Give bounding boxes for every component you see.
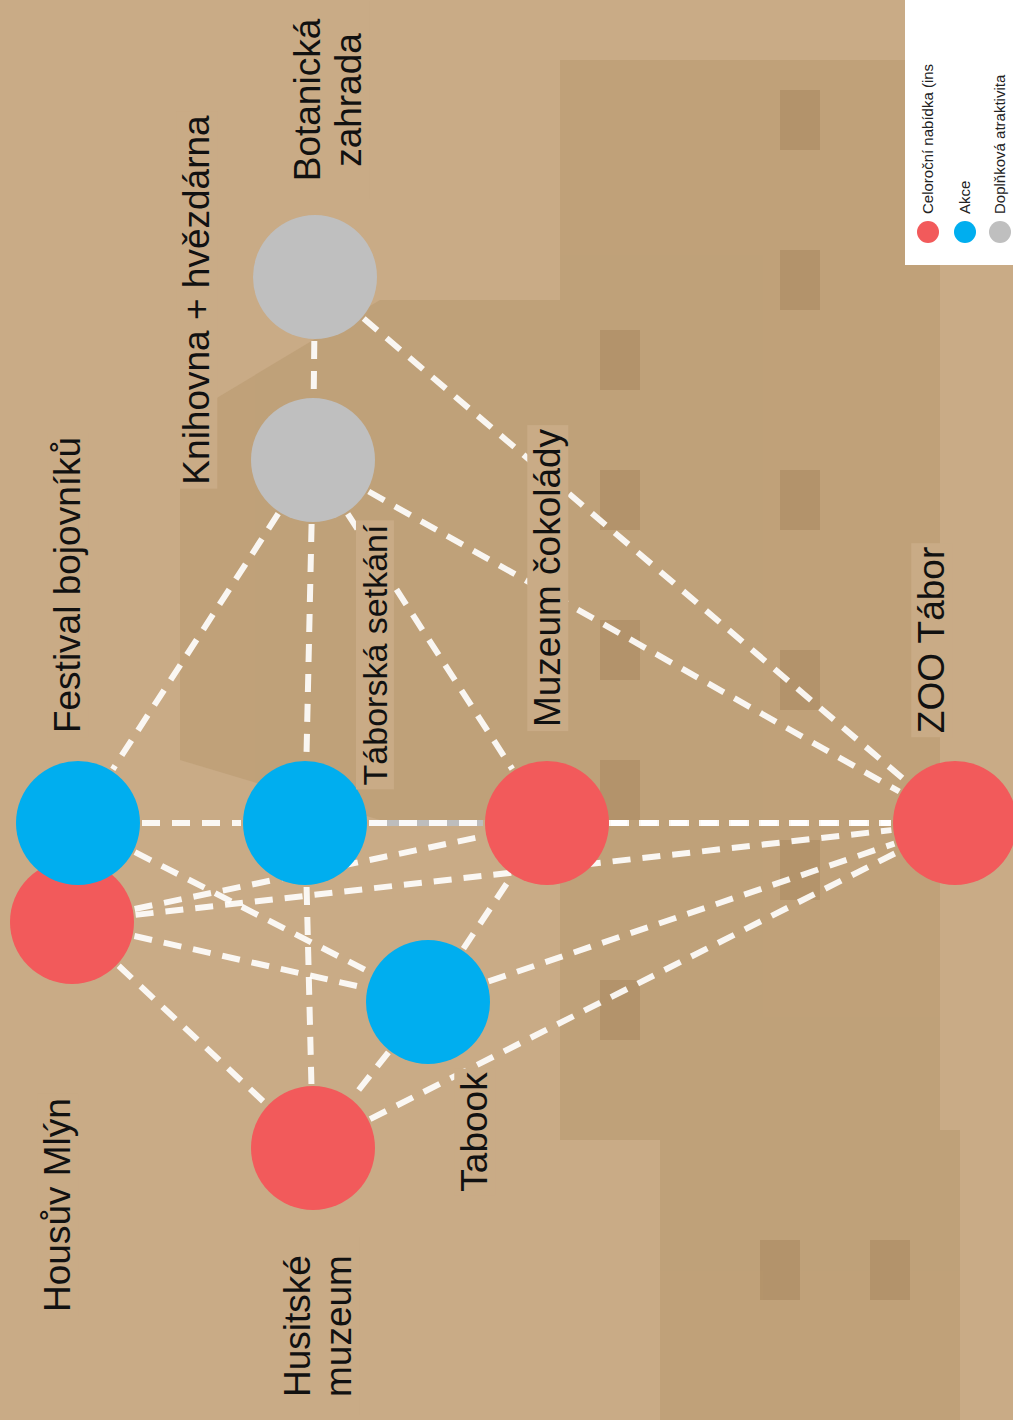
connector-line <box>119 966 267 1104</box>
attraction-circle: Muzeum čokolády <box>485 761 609 885</box>
attraction-circle: Husitské muzeum <box>251 1086 375 1210</box>
connector-line <box>306 524 311 759</box>
connector-line <box>311 341 318 396</box>
connector-line <box>364 319 907 782</box>
attraction-circle: Knihovna + hvězdárna <box>251 398 375 522</box>
legend-swatch <box>917 221 939 243</box>
node-label: ZOO Tábor <box>911 543 952 737</box>
node-label: Festival bojovníků <box>47 433 88 737</box>
attraction-circle: Festival bojovníků <box>16 761 140 885</box>
connector-line <box>353 1052 389 1097</box>
connector-line <box>369 492 900 792</box>
connector-line <box>134 936 365 988</box>
node-label: Husitské muzeum <box>277 1237 360 1415</box>
attraction-circle: Táborská setkání <box>243 761 367 885</box>
connector-line <box>463 876 511 948</box>
connector-line <box>369 820 891 826</box>
node-label: Muzeum čokolády <box>527 425 568 731</box>
node-label: Tabook <box>454 1068 495 1195</box>
connector-line <box>307 887 312 1084</box>
node-label: Knihovna + hvězdárna <box>176 111 217 488</box>
legend-swatch <box>989 221 1011 243</box>
attraction-circle: ZOO Tábor <box>893 761 1013 885</box>
connector-line <box>113 514 278 770</box>
legend-panel: Celoroční nabídka (insAkce Doplňková atra… <box>905 0 1013 265</box>
legend-text: Doplňková atraktivita <box>991 75 1009 214</box>
node-label: Botanická zahrada <box>287 1 370 199</box>
legend-text: Celoroční nabídka (ins <box>919 64 937 214</box>
legend-text: Akce <box>956 181 974 214</box>
node-label: Housův Mlýn <box>37 1094 78 1316</box>
node-label: Táborská setkání <box>356 521 394 790</box>
attraction-circle: Botanická zahrada <box>253 215 377 339</box>
legend-swatch <box>954 221 976 243</box>
connector-line <box>142 820 241 826</box>
attraction-circle: Tabook <box>366 940 490 1064</box>
